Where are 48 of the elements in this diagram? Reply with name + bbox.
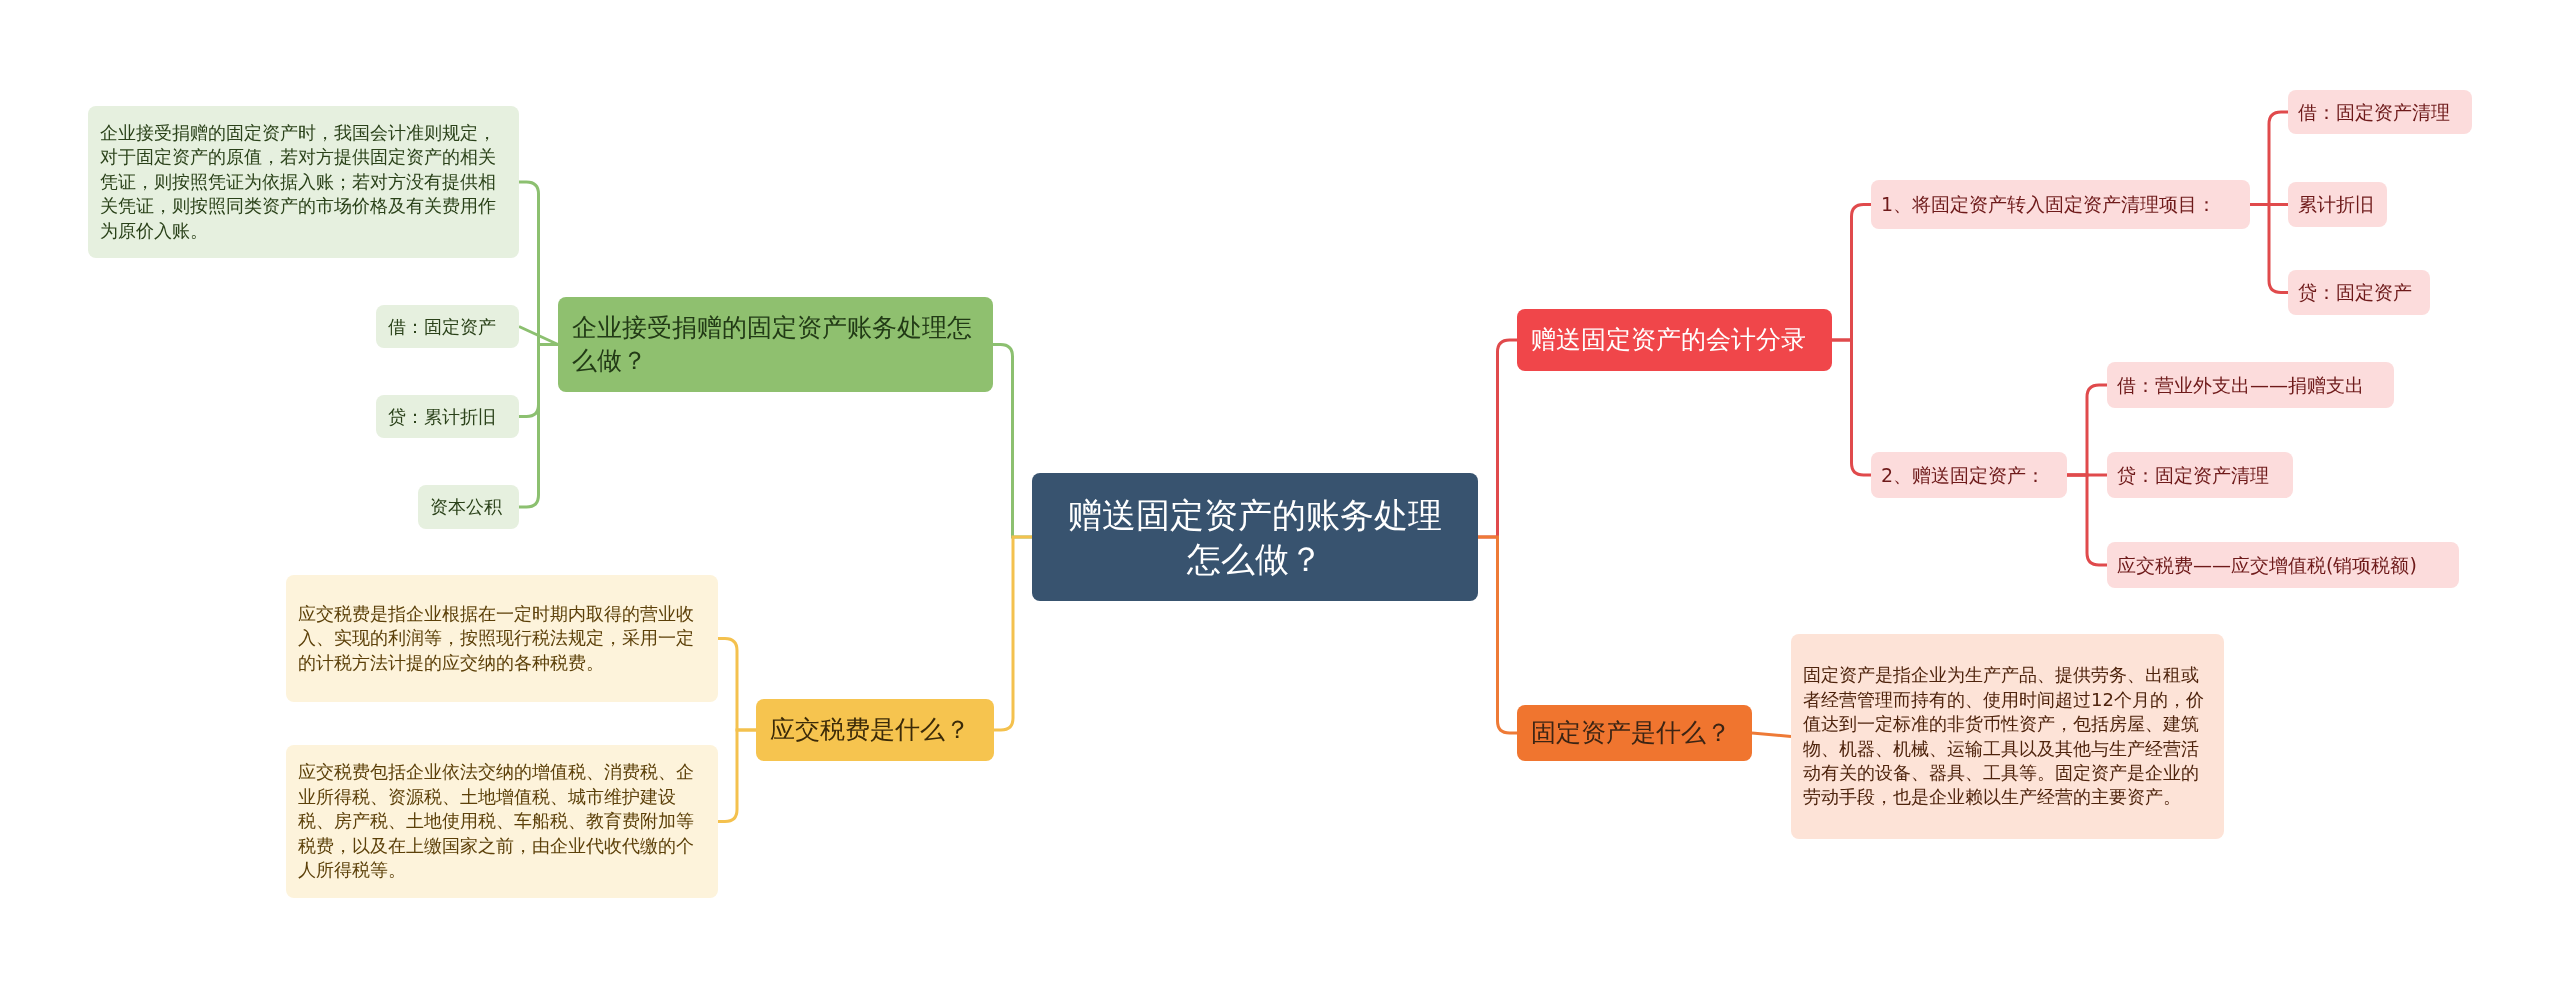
topic-text: 应交税费——应交增值税(销项税额) bbox=[2117, 552, 2418, 578]
topic-text: 2、赠送固定资产： bbox=[1881, 462, 2047, 488]
subtopic-box bbox=[418, 485, 519, 529]
subtopic-box bbox=[2107, 452, 2293, 498]
topic-text: 应交税费是什么？ bbox=[770, 713, 971, 746]
topic-text: 资本公积 bbox=[430, 495, 503, 519]
connector-line bbox=[1832, 338, 1871, 477]
note-text: 企业接受捐赠的固定资产时，我国会计准则规定，对于固定资产的原值，若对方提供固定资产的相关凭证，则按照凭证为依据入账；若对方没有提供相关凭证，则按照同类资产的市场价格及有关费用作为原价入账。 bbox=[100, 120, 497, 243]
subtopic-box bbox=[376, 305, 519, 348]
connector-line bbox=[2250, 203, 2288, 294]
branch-topic-box bbox=[756, 699, 994, 761]
note-box bbox=[1791, 634, 2224, 839]
note-text: 应交税费包括企业依法交纳的增值税、消费税、企业所得税、资源税、土地增值税、城市维护建设税、房产税、土地使用税、车船税、教育费附加等税费，以及在上缴国家之前，由企业代收代缴的个人所得税等。 bbox=[298, 760, 695, 883]
connector-line bbox=[518, 325, 559, 346]
connector-line bbox=[994, 535, 1032, 732]
topic-text: 累计折旧 bbox=[2298, 192, 2375, 217]
topic-text: 借：固定资产 bbox=[388, 314, 497, 339]
subtopic-box bbox=[1871, 180, 2250, 229]
subtopic-box bbox=[2107, 542, 2459, 588]
note-box bbox=[88, 106, 519, 258]
branch-topic-box bbox=[1517, 309, 1832, 371]
central-topic-box bbox=[1032, 473, 1478, 601]
connector-line bbox=[1478, 535, 1517, 735]
topic-text: 贷：固定资产清理 bbox=[2117, 462, 2270, 488]
subtopic-box bbox=[2107, 362, 2394, 408]
topic-text: 借：固定资产清理 bbox=[2298, 99, 2451, 125]
subtopic-box bbox=[2288, 182, 2387, 227]
topic-text: 赠送固定资产的会计分录 bbox=[1531, 323, 1807, 356]
connector-line bbox=[1751, 731, 1792, 738]
note-text: 固定资产是指企业为生产产品、提供劳务、出租或者经营管理而持有的、使用时间超过12个月的，价值达到一定标准的非货币性资产，包括房屋、建筑物、机器、机械、运输工具以及其他与生产经营活动有关的设备、器具、工具等。固定资产是企业的劳动手段，也是企业赖以生产经营的主要资产。 bbox=[1803, 663, 2205, 810]
topic-text: 企业接受捐赠的固定资产账务处理怎么做？ bbox=[572, 312, 973, 377]
subtopic-box bbox=[376, 395, 519, 438]
connector-line bbox=[2067, 473, 2107, 567]
branch-topic-box bbox=[1517, 705, 1752, 761]
topic-text: 贷：累计折旧 bbox=[388, 404, 497, 429]
topic-text: 赠送固定资产的账务处理怎么做？ bbox=[1067, 493, 1443, 581]
connector-line bbox=[718, 728, 756, 823]
branch-topic-box bbox=[558, 297, 993, 392]
note-box bbox=[286, 575, 718, 702]
subtopic-box bbox=[2288, 90, 2472, 134]
topic-text: 1、将固定资产转入固定资产清理项目： bbox=[1881, 192, 2218, 217]
topic-text: 借：营业外支出——捐赠支出 bbox=[2117, 372, 2365, 398]
note-box bbox=[286, 745, 718, 898]
subtopic-box bbox=[1871, 452, 2067, 498]
topic-text: 固定资产是什么？ bbox=[1531, 716, 1732, 749]
subtopic-box bbox=[2288, 270, 2430, 315]
topic-text: 贷：固定资产 bbox=[2298, 280, 2413, 305]
note-text: 应交税费是指企业根据在一定时期内取得的营业收入、实现的利润等，按照现行税法规定，采用一定的计税方法计提的应交纳的各种税费。 bbox=[298, 601, 695, 675]
